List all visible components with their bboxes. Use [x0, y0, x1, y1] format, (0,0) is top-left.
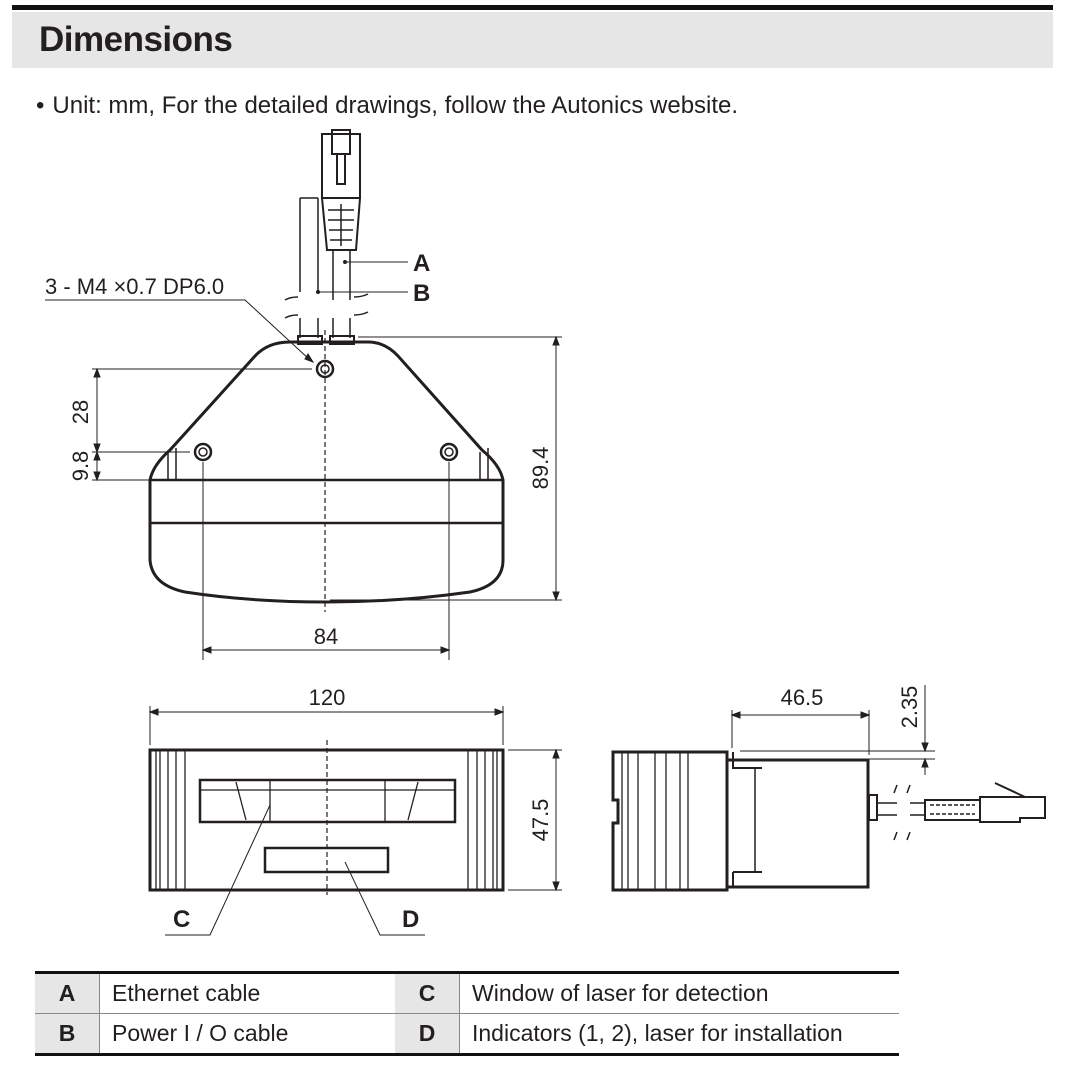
dim-47-5: 47.5: [528, 799, 553, 842]
dim-120: 120: [309, 685, 346, 710]
cables: [284, 197, 369, 345]
dim-84: 84: [314, 624, 338, 649]
legend-key: C: [395, 972, 460, 1014]
top-view-dimensions: [45, 260, 562, 660]
dim-28: 28: [68, 400, 93, 424]
dim-2-35: 2.35: [897, 686, 922, 729]
ethernet-connector: [320, 129, 362, 251]
legend-key: B: [35, 1013, 100, 1055]
label-a: A: [413, 250, 430, 277]
legend-table: A Ethernet cable C Window of laser for d…: [35, 971, 899, 1056]
label-d: D: [402, 906, 419, 933]
ethernet-plug: [924, 782, 1046, 823]
unit-note-text: Unit: mm, For the detailed drawings, fol…: [52, 92, 739, 119]
thread-callout: 3 - M4 ×0.7 DP6.0: [45, 274, 224, 299]
legend-value: Power I / O cable: [99, 1013, 395, 1055]
label-c: C: [173, 906, 190, 933]
front-view: 120 47.5 C D: [148, 685, 562, 936]
side-view: 46.5 2.35: [611, 685, 1046, 892]
table-row: A Ethernet cable C Window of laser for d…: [35, 972, 899, 1014]
dim-9-8: 9.8: [68, 451, 93, 482]
top-rule: [12, 5, 1053, 10]
section-header: Dimensions: [12, 12, 1053, 68]
legend-value: Window of laser for detection: [459, 972, 899, 1014]
dim-89-4: 89.4: [528, 447, 553, 490]
laser-window: [198, 778, 457, 824]
top-view: 3 - M4 ×0.7 DP6.0 A B 28 9.8 89.4 84: [45, 129, 562, 660]
legend-value: Indicators (1, 2), laser for installatio…: [459, 1013, 899, 1055]
page-title: Dimensions: [39, 20, 233, 59]
unit-note: • Unit: mm, For the detailed drawings, fo…: [36, 92, 738, 120]
dim-46-5: 46.5: [781, 685, 824, 710]
legend-value: Ethernet cable: [99, 972, 395, 1014]
legend-key: D: [395, 1013, 460, 1055]
legend-key: A: [35, 972, 100, 1014]
bullet: •: [36, 92, 45, 119]
sensor-body-top: [148, 340, 505, 604]
label-b: B: [413, 280, 430, 307]
table-row: B Power I / O cable D Indicators (1, 2),…: [35, 1013, 899, 1055]
mount-holes: [193, 359, 459, 462]
